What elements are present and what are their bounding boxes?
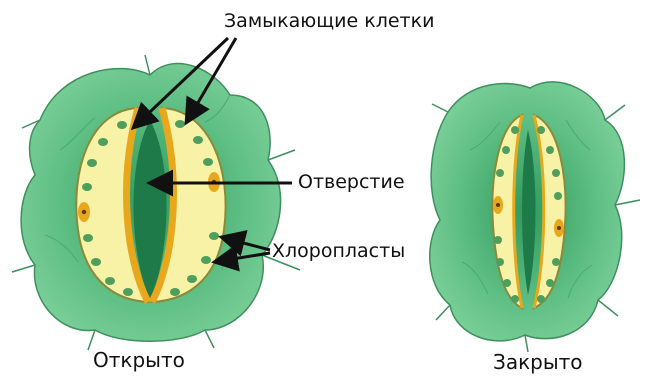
label-chloroplasts: Хлоропласты [272, 240, 405, 262]
closed-stoma [430, 82, 640, 352]
caption-open: Открыто [93, 348, 185, 372]
label-opening: Отверстие [298, 171, 405, 193]
label-guard-cells: Замыкающие клетки [224, 10, 434, 32]
open-stoma [12, 55, 300, 350]
caption-closed: Закрыто [493, 350, 583, 374]
